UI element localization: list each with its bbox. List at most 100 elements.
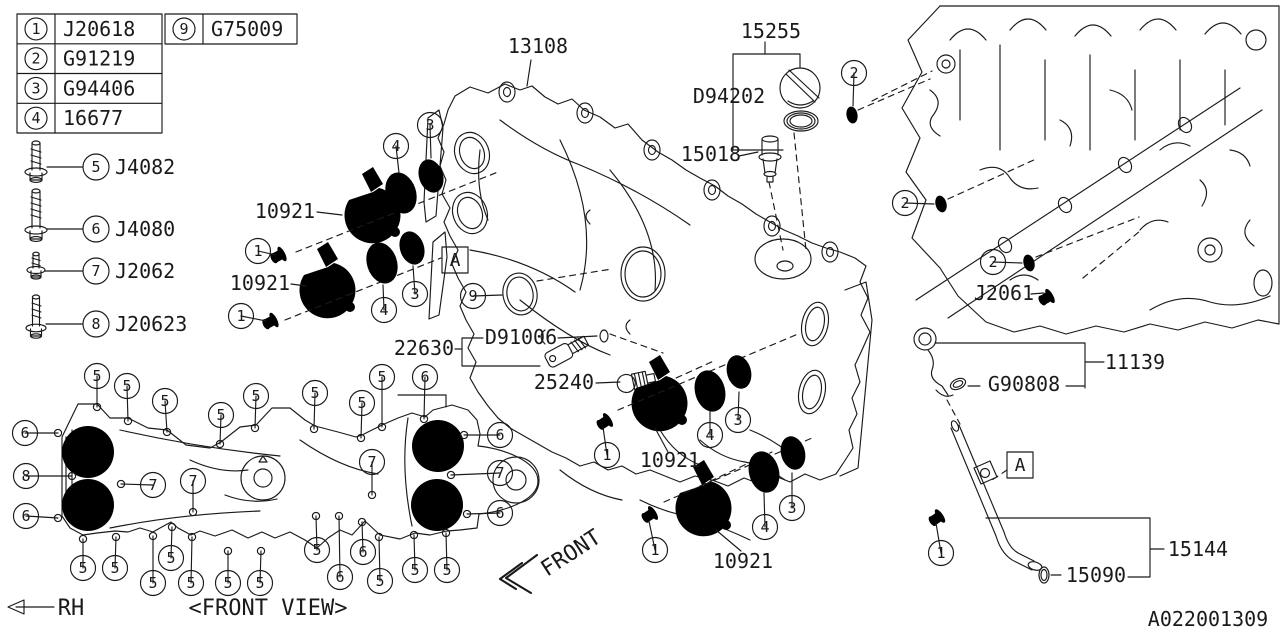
svg-text:1: 1 <box>650 541 659 559</box>
svg-text:6: 6 <box>495 426 504 444</box>
svg-text:4: 4 <box>379 301 388 319</box>
svg-text:1: 1 <box>253 242 262 260</box>
part-label-D94202: D94202 <box>693 84 765 108</box>
circle-callout-5: 5 <box>71 535 96 580</box>
part-label-15255: 15255 <box>741 19 801 43</box>
circle-callout-6: 6 <box>413 365 438 423</box>
circle-callout-7: 7 <box>181 469 206 516</box>
circle-callout-2: 2 <box>893 191 935 216</box>
svg-text:5: 5 <box>78 559 87 577</box>
svg-text:15144: 15144 <box>1168 537 1228 561</box>
svg-text:7: 7 <box>91 262 100 280</box>
svg-text:G91219: G91219 <box>63 47 135 71</box>
svg-text:10921: 10921 <box>640 448 700 472</box>
cover-parts <box>455 42 1140 416</box>
circle-callout-7: 7 <box>447 461 512 486</box>
circle-callout-7: 7 <box>360 450 385 499</box>
crank-seal <box>500 270 541 317</box>
svg-text:10921: 10921 <box>255 199 315 223</box>
part-label-15018: 15018 <box>681 142 741 166</box>
svg-text:22630: 22630 <box>394 336 454 360</box>
circle-callout-5: 5 <box>435 529 460 582</box>
part-label-D91006: D91006 <box>485 325 557 349</box>
svg-text:G94406: G94406 <box>63 76 135 100</box>
svg-text:8: 8 <box>21 467 30 485</box>
svg-text:15090: 15090 <box>1066 563 1126 587</box>
svg-text:3: 3 <box>733 411 742 429</box>
svg-text:7: 7 <box>188 472 197 490</box>
bolt-icon <box>25 141 83 182</box>
svg-text:6: 6 <box>21 507 30 525</box>
circle-callout-6: 6 <box>463 501 512 526</box>
svg-text:1: 1 <box>936 544 945 562</box>
circle-callout-2: 2 <box>842 61 867 107</box>
circle-callout-3: 3 <box>726 392 751 433</box>
front-direction-label: FRONT <box>537 525 606 582</box>
part-label-G90808: G90808 <box>988 372 1060 396</box>
svg-text:5: 5 <box>442 561 451 579</box>
svg-text:3: 3 <box>425 116 434 134</box>
circle-callout-5: 5 <box>244 384 269 432</box>
svg-text:5: 5 <box>186 574 195 592</box>
dipstick-assembly <box>914 328 1164 583</box>
svg-text:11139: 11139 <box>1105 350 1165 374</box>
bolt-legend-8: 8 J20623 <box>83 311 187 337</box>
svg-text:8: 8 <box>91 315 100 333</box>
svg-text:2: 2 <box>849 64 858 82</box>
svg-text:J4080: J4080 <box>115 217 175 241</box>
circle-callout-6: 6 <box>14 504 62 529</box>
svg-text:A: A <box>1015 455 1026 476</box>
circle-callout-4: 4 <box>698 412 723 448</box>
circle-callout-4: 4 <box>372 285 397 323</box>
circle-callout-5: 5 <box>403 531 428 582</box>
svg-text:16677: 16677 <box>63 106 123 130</box>
svg-text:5: 5 <box>160 392 169 410</box>
svg-text:G75009: G75009 <box>211 17 283 41</box>
circle-callout-8: 8 <box>14 464 76 489</box>
svg-text:5: 5 <box>91 158 100 176</box>
part-label-13108: 13108 <box>508 34 568 58</box>
circle-callout-7: 7 <box>117 473 165 498</box>
bolt-icon <box>26 295 83 338</box>
svg-text:7: 7 <box>495 464 504 482</box>
circle-callout-3: 3 <box>403 266 428 307</box>
circle-callout-5: 5 <box>85 364 110 411</box>
part-label-15090: 15090 <box>1066 563 1126 587</box>
svg-text:J20623: J20623 <box>115 312 187 336</box>
circle-callout-6: 6 <box>328 512 353 589</box>
svg-text:6: 6 <box>358 543 367 561</box>
bolt-icon <box>25 189 83 241</box>
part-label-J2061: J2061 <box>974 281 1034 305</box>
circle-callout-5: 5 <box>305 512 330 562</box>
oil-filler-cap <box>780 68 820 131</box>
view-boxes: AA <box>442 247 1033 478</box>
svg-text:A: A <box>450 250 461 271</box>
svg-text:6: 6 <box>420 368 429 386</box>
front-view-caption: <FRONT VIEW> <box>189 596 348 621</box>
cam-sensor <box>544 334 590 369</box>
annotation-art <box>8 555 537 614</box>
svg-text:5: 5 <box>357 394 366 412</box>
svg-text:1: 1 <box>236 307 245 325</box>
circle-callout-5: 5 <box>153 389 178 436</box>
svg-text:5: 5 <box>223 574 232 592</box>
circle-callout-5: 5 <box>141 532 166 595</box>
svg-text:5: 5 <box>377 368 386 386</box>
part-label-11139: 11139 <box>1105 350 1165 374</box>
svg-text:D94202: D94202 <box>693 84 765 108</box>
circle-callout-3: 3 <box>418 113 443 159</box>
circle-callout-5: 5 <box>209 403 234 448</box>
rh-label: RH <box>58 596 85 621</box>
svg-text:5: 5 <box>148 574 157 592</box>
circle-callout-5: 5 <box>103 533 128 580</box>
